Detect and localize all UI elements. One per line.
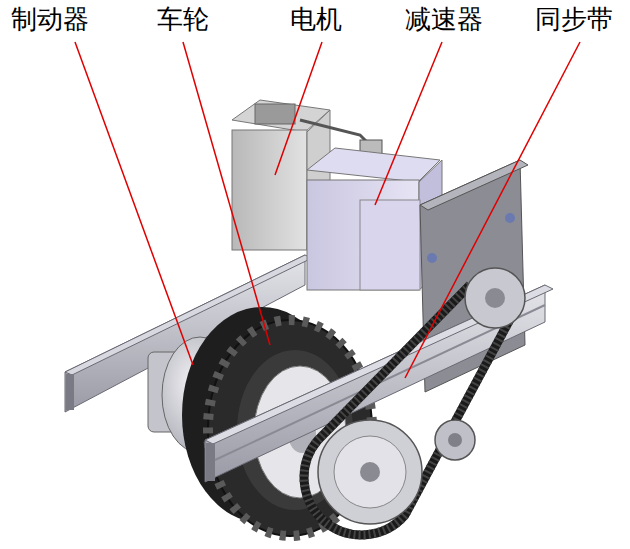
leader-line xyxy=(75,42,193,365)
part-label: 减速器 xyxy=(405,4,483,35)
leader-line xyxy=(183,42,270,345)
leader-line xyxy=(275,42,322,175)
part-label: 电机 xyxy=(290,4,342,35)
leader-line xyxy=(375,42,442,205)
part-label: 制动器 xyxy=(11,4,89,35)
part-label: 同步带 xyxy=(535,4,613,35)
leader-line xyxy=(405,42,580,378)
part-label: 车轮 xyxy=(157,4,209,35)
